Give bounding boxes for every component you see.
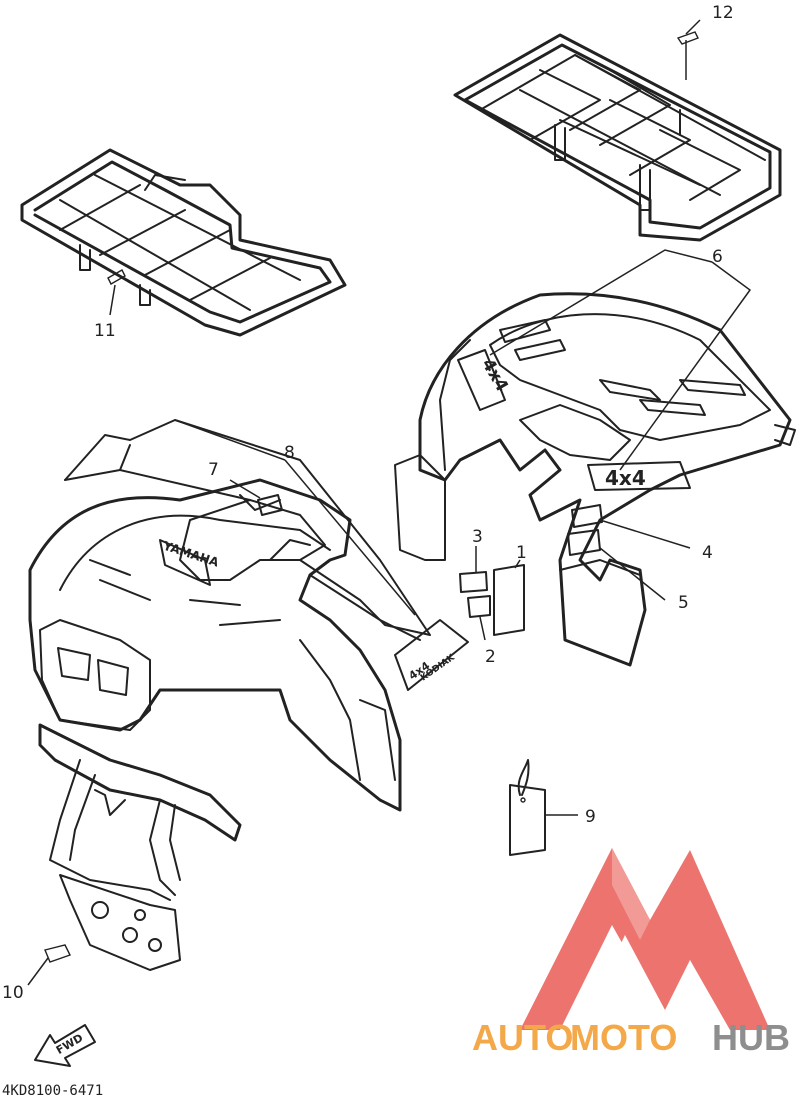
sticker-7-shape xyxy=(257,494,283,516)
sticker-1-shape xyxy=(493,564,525,636)
front-fender-brand-decal: YAMAHA xyxy=(161,538,222,570)
fwd-arrow: FWD xyxy=(34,1024,96,1067)
watermark-hub: HUB xyxy=(712,1017,790,1058)
callout-11: 11 xyxy=(94,321,116,341)
callout-8: 8 xyxy=(284,443,295,463)
rear-carrier xyxy=(453,31,782,242)
tag-9 xyxy=(509,759,546,856)
sticker-2-shape xyxy=(467,595,491,618)
callout-9: 9 xyxy=(585,807,596,827)
callout-2: 2 xyxy=(485,647,496,667)
leader-lines xyxy=(27,19,752,986)
watermark: AUTO MOTO HUB xyxy=(472,848,790,1058)
watermark-auto: AUTO xyxy=(472,1017,573,1058)
rear-fender-side-decal: 4x4 xyxy=(477,355,512,395)
watermark-logo xyxy=(520,848,770,1030)
callout-12: 12 xyxy=(712,3,734,23)
callout-4: 4 xyxy=(702,543,713,563)
callout-7: 7 xyxy=(208,460,219,480)
rear-fender: 4x4 4x4 xyxy=(394,292,796,667)
callout-1: 1 xyxy=(516,543,527,563)
sticker-3-shape xyxy=(459,571,488,593)
front-bumper xyxy=(38,723,242,971)
rear-fender-rear-decal: 4x4 xyxy=(605,466,646,490)
callout-5: 5 xyxy=(678,593,689,613)
callout-10: 10 xyxy=(2,983,24,1003)
sticker-4-shape xyxy=(571,504,603,528)
callout-6: 6 xyxy=(712,247,723,267)
front-fender: YAMAHA xyxy=(28,478,421,812)
front-carrier xyxy=(20,148,347,337)
watermark-moto: MOTO xyxy=(570,1017,677,1058)
callout-labels: 12 11 6 8 7 3 1 2 4 5 9 10 xyxy=(2,3,734,1003)
callout-3: 3 xyxy=(472,527,483,547)
sticker-5-shape xyxy=(567,529,601,556)
part-code: 4KD8100-6471 xyxy=(2,1083,103,1099)
